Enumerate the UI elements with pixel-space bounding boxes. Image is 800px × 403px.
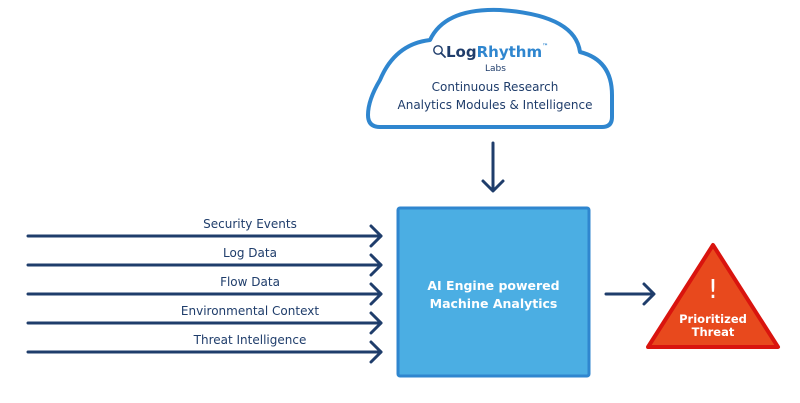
logo-text-log: Log	[446, 43, 477, 61]
input-arrow	[26, 253, 383, 277]
input-arrow-head	[369, 340, 383, 364]
cloud-to-engine-arrow	[481, 141, 505, 193]
engine-label: AI Engine powered Machine Analytics	[397, 277, 590, 313]
engine-label-line-2: Machine Analytics	[429, 296, 558, 311]
prioritized-threat-triangle	[646, 243, 780, 349]
input-arrow	[26, 311, 383, 335]
cloud-line-1: Continuous Research	[431, 80, 559, 94]
input-label-security-events: Security Events	[203, 217, 297, 231]
logrhythm-logo: LogRhythm™	[432, 43, 548, 61]
input-arrow	[26, 224, 383, 248]
exclamation-icon: !	[707, 275, 719, 305]
cloud-line-2: Analytics Modules & Intelligence	[397, 98, 593, 112]
input-arrow	[26, 340, 383, 364]
input-arrow-head	[369, 224, 383, 248]
input-label-environmental-context: Environmental Context	[180, 304, 320, 318]
labs-label: Labs	[485, 64, 506, 74]
logo-text-rhythm: Rhythm	[476, 43, 543, 61]
input-label-flow-data: Flow Data	[220, 275, 280, 289]
input-arrow-head	[369, 282, 383, 306]
engine-label-line-1: AI Engine powered	[427, 278, 560, 293]
output-label-line-2: Threat	[691, 325, 735, 339]
engine-box	[396, 206, 591, 378]
input-label-log-data: Log Data	[223, 246, 277, 260]
input-arrow	[26, 282, 383, 306]
output-label: Prioritized Threat	[650, 313, 776, 339]
input-arrow-head	[369, 253, 383, 277]
engine-to-output-arrow	[604, 282, 656, 306]
output-label-line-1: Prioritized	[679, 312, 747, 326]
input-label-threat-intelligence: Threat Intelligence	[193, 333, 307, 347]
input-arrow-head	[369, 311, 383, 335]
magnifier-icon	[433, 45, 446, 58]
cloud-shape	[366, 7, 614, 129]
logo-trademark: ™	[542, 43, 549, 50]
